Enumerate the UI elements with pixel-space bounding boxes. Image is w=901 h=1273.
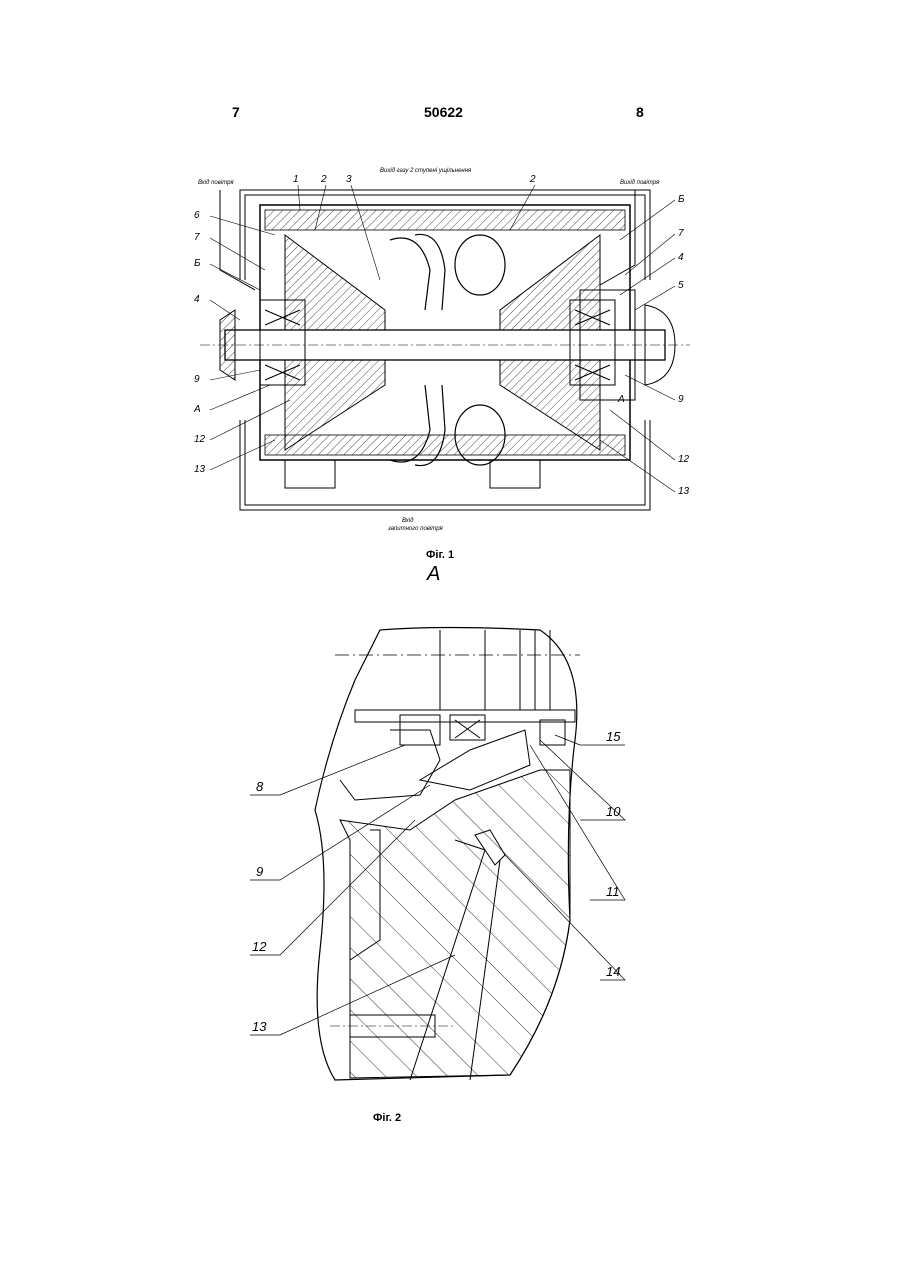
callout: 12 xyxy=(252,939,267,954)
callout: 12 xyxy=(678,454,690,465)
callout: 4 xyxy=(678,252,684,263)
callout: 7 xyxy=(194,232,200,243)
callout: 8 xyxy=(256,779,264,794)
figure-1-drawing: Вихід газу 2 ступені ущільнення Вхід пов… xyxy=(180,160,710,540)
callout: 13 xyxy=(252,1019,267,1034)
figure-2-caption: Фіг. 2 xyxy=(373,1112,401,1124)
callout: 2 xyxy=(529,174,536,185)
label-air-inlet: Вхід повітря xyxy=(198,180,234,186)
callout: 5 xyxy=(678,280,684,291)
callout: 7 xyxy=(678,228,684,239)
callout: 14 xyxy=(606,964,620,979)
callout: Б xyxy=(678,194,685,205)
callout: 9 xyxy=(678,394,684,405)
callout: 4 xyxy=(194,294,200,305)
page-number-left: 7 xyxy=(232,104,240,120)
callout: 15 xyxy=(606,729,621,744)
callout: А xyxy=(193,404,201,415)
callout: А xyxy=(617,394,625,405)
figure-2-drawing: 8 9 12 13 15 10 11 14 xyxy=(240,620,640,1090)
page-number-right: 8 xyxy=(636,104,644,120)
callout: 13 xyxy=(678,486,690,497)
callout: 9 xyxy=(256,864,263,879)
callout: Б xyxy=(194,258,201,269)
callout: 3 xyxy=(346,174,352,185)
label-air-outlet: Вихід повітря xyxy=(620,180,660,186)
callout: 10 xyxy=(606,804,621,819)
callout: 6 xyxy=(194,210,200,221)
callout: 2 xyxy=(320,174,327,185)
section-mark: А xyxy=(427,563,440,586)
document-number: 50622 xyxy=(424,104,463,120)
callout: 11 xyxy=(606,884,620,899)
figure-1-caption: Фіг. 1 xyxy=(426,549,454,561)
callout: 13 xyxy=(194,464,206,475)
label-buffer-air: запитного повітря xyxy=(387,526,443,532)
callout: 9 xyxy=(194,374,200,385)
label-inlet: Вхід xyxy=(402,518,414,524)
label-gas-outlet: Вихід газу 2 ступені ущільнення xyxy=(380,168,472,174)
callout: 1 xyxy=(293,174,299,185)
callout: 12 xyxy=(194,434,206,445)
